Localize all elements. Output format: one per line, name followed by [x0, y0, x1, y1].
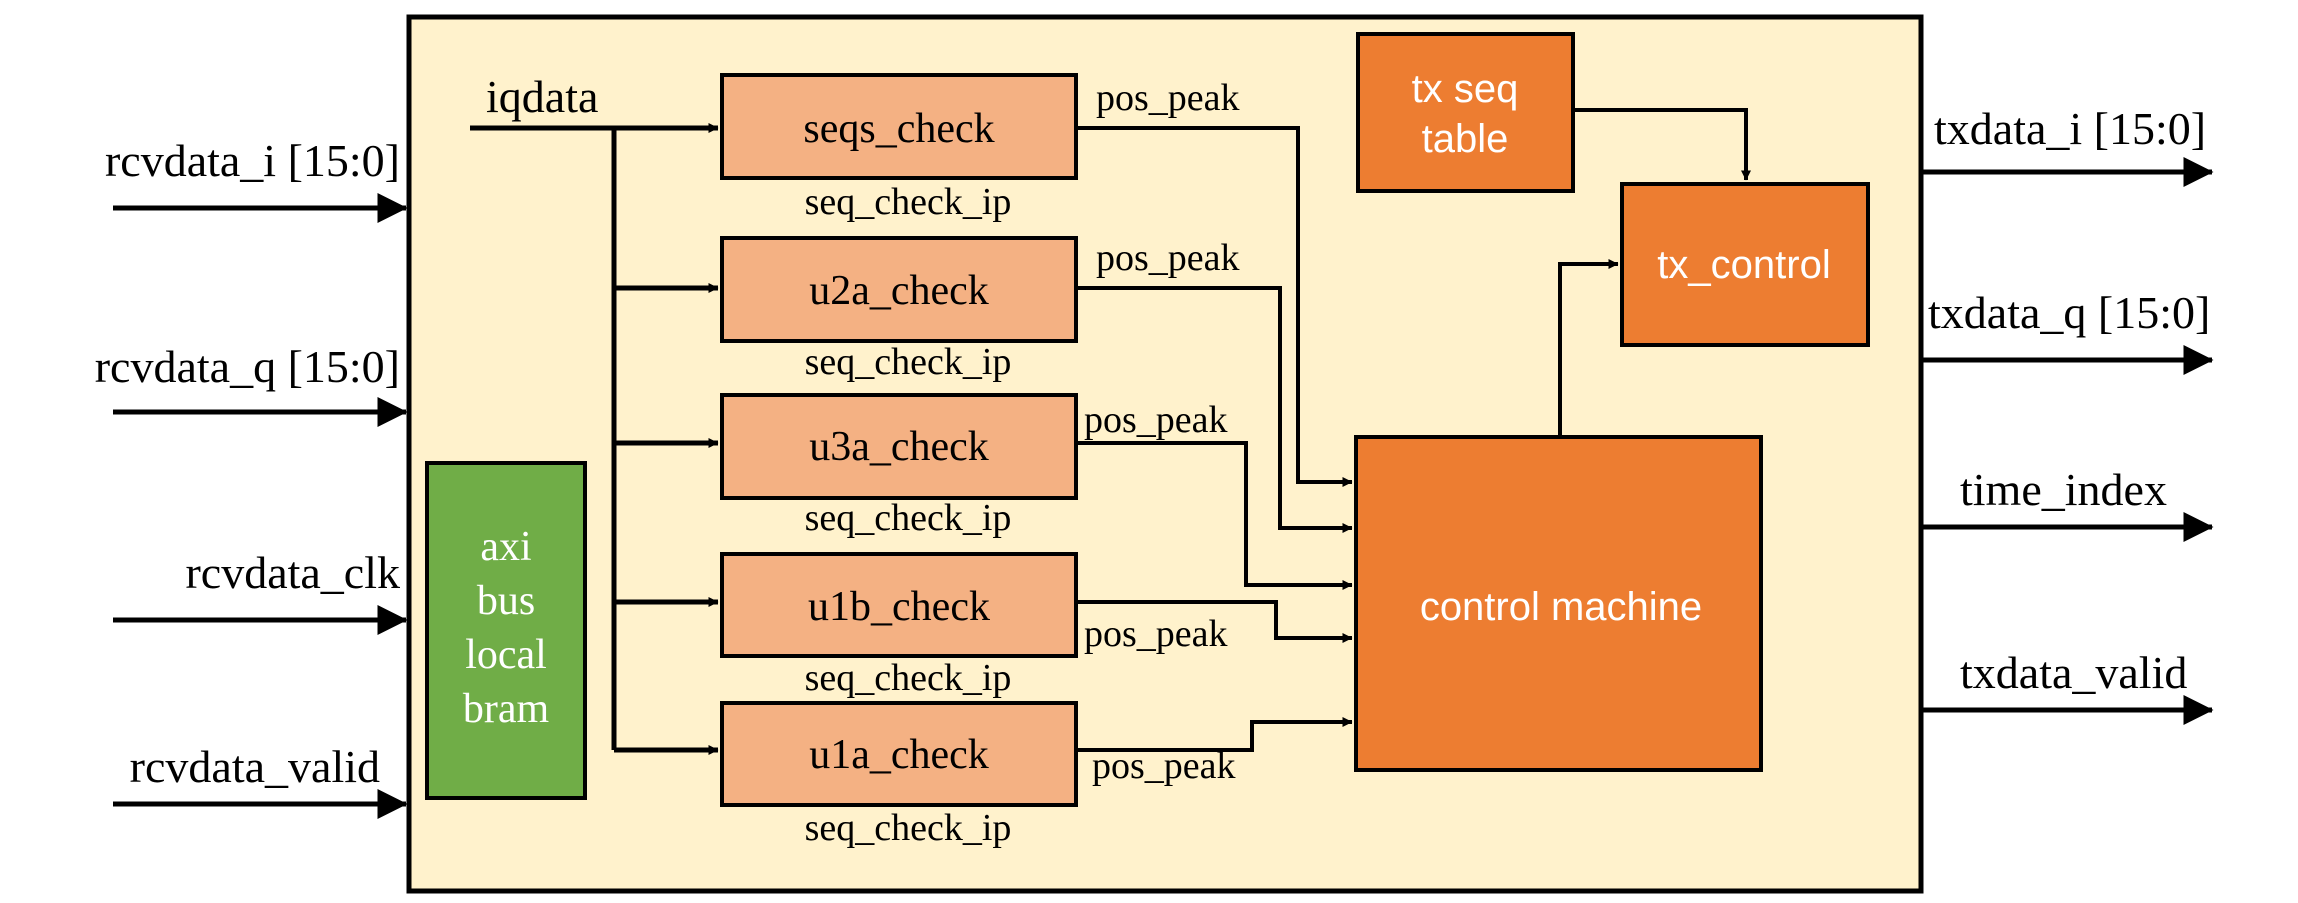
- tx-control-wires: [1558, 108, 1751, 437]
- tx-control-label: tx_control: [1657, 243, 1830, 287]
- input-label-rcvdata-i: rcvdata_i [15:0]: [105, 135, 400, 186]
- control-machine-block: control machine: [1354, 435, 1763, 772]
- signal-label-pos-peak: pos_peak: [1096, 237, 1240, 279]
- output-label-txdata-valid: txdata_valid: [1960, 647, 2187, 698]
- bram-label-line: local: [465, 632, 547, 678]
- input-label-rcvdata-valid: rcvdata_valid: [130, 741, 380, 792]
- check-box-u1b: u1b_check seq_check_ip: [720, 552, 1078, 699]
- check-sublabel: seq_check_ip: [805, 341, 1012, 383]
- bram-label-line: axi: [480, 524, 531, 570]
- bus-label-iqdata: iqdata: [486, 71, 598, 122]
- bram-label-line: bram: [463, 686, 550, 732]
- input-arrows: [113, 193, 408, 819]
- check-sublabel: seq_check_ip: [805, 657, 1012, 699]
- check-label: u2a_check: [809, 268, 989, 314]
- tx-seq-table-label-line: tx seq: [1412, 67, 1519, 111]
- output-label-time-index: time_index: [1960, 464, 2167, 515]
- check-box-u1a: u1a_check seq_check_ip: [720, 701, 1078, 849]
- check-box-u3a: u3a_check seq_check_ip: [720, 393, 1078, 539]
- check-box-u2a: u2a_check seq_check_ip: [720, 236, 1078, 383]
- signal-label-pos-peak: pos_peak: [1096, 77, 1240, 119]
- bram-label-line: bus: [477, 578, 535, 624]
- check-label: u1b_check: [808, 584, 990, 630]
- check-sublabel: seq_check_ip: [805, 807, 1012, 849]
- control-machine-label: control machine: [1420, 585, 1702, 629]
- check-label: u3a_check: [809, 424, 989, 470]
- signal-label-pos-peak: pos_peak: [1092, 745, 1236, 787]
- bram-block: axi bus local bram: [425, 461, 587, 800]
- check-sublabel: seq_check_ip: [805, 181, 1012, 223]
- iqdata-bus: [470, 123, 719, 755]
- pos-peak-wires: [1076, 126, 1353, 752]
- tx-control-block: tx_control: [1620, 182, 1870, 347]
- tx-seq-table-block: tx seq table: [1356, 32, 1575, 193]
- check-sublabel: seq_check_ip: [805, 497, 1012, 539]
- check-label: seqs_check: [803, 106, 994, 152]
- output-arrows: [1921, 157, 2214, 725]
- signal-label-pos-peak: pos_peak: [1084, 399, 1228, 441]
- input-label-rcvdata-q: rcvdata_q [15:0]: [95, 341, 400, 392]
- output-label-txdata-q: txdata_q [15:0]: [1928, 287, 2210, 338]
- tx-seq-table-label-line: table: [1422, 117, 1509, 161]
- check-label: u1a_check: [809, 732, 989, 778]
- signal-label-pos-peak: pos_peak: [1084, 613, 1228, 655]
- output-label-txdata-i: txdata_i [15:0]: [1934, 103, 2206, 154]
- input-label-rcvdata-clk: rcvdata_clk: [185, 547, 400, 598]
